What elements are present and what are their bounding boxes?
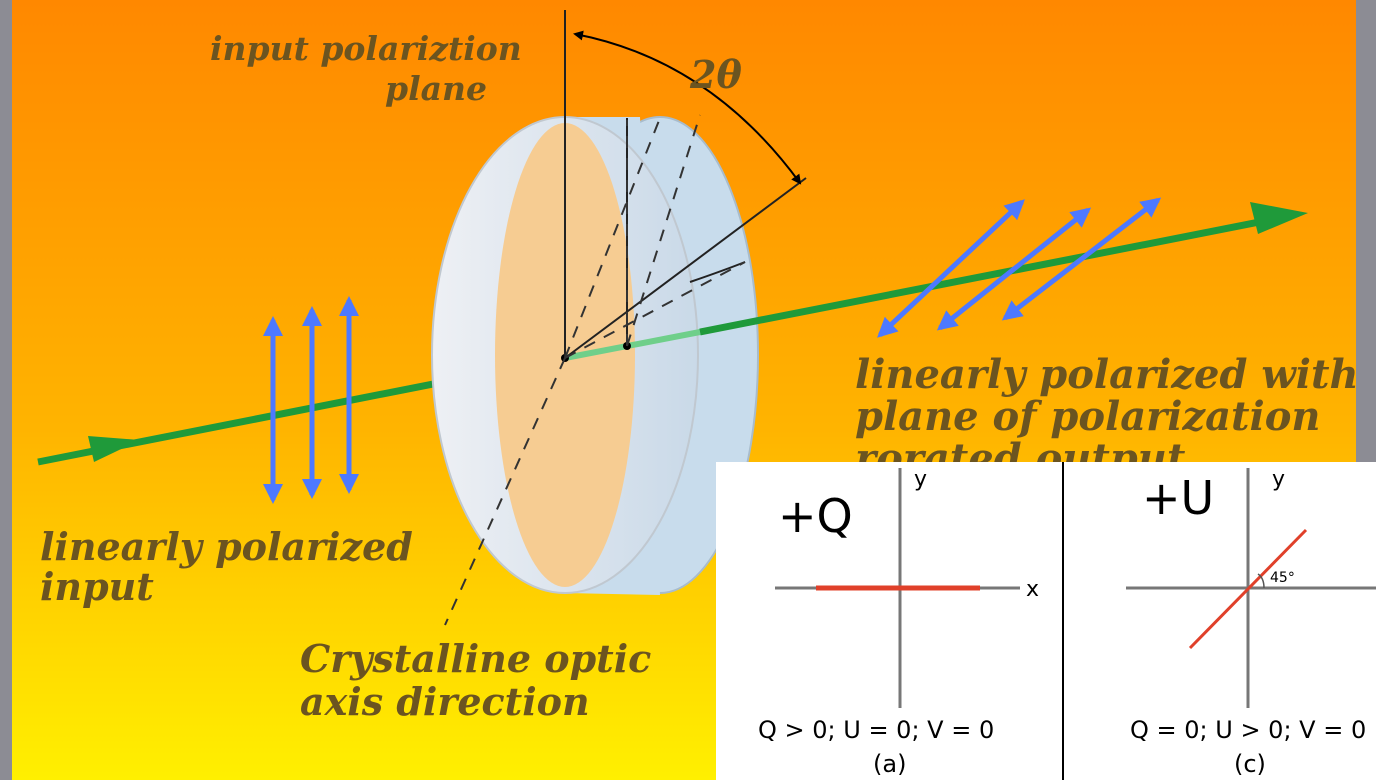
panel-c-polarization-line bbox=[1188, 528, 1308, 650]
panel-a-condition: Q > 0; U = 0; V = 0 bbox=[758, 716, 994, 744]
panel-c-angle-label: 45° bbox=[1270, 570, 1295, 586]
optic-axis-label-line1: Crystalline optic bbox=[300, 636, 651, 681]
panel-c-title: +U bbox=[1142, 471, 1214, 525]
output-polarization-arrows bbox=[877, 197, 1162, 338]
waveplate bbox=[431, 116, 759, 595]
input-label-line1: linearly polarized bbox=[40, 524, 413, 569]
panel-a-caption: (a) bbox=[873, 750, 906, 778]
optic-axis-label-line2: axis direction bbox=[300, 679, 590, 724]
input-plane-label-line2: plane bbox=[385, 69, 487, 108]
frame-left bbox=[0, 0, 12, 780]
stokes-panels-background bbox=[716, 462, 1376, 780]
input-beam-arrowhead bbox=[88, 436, 140, 462]
panel-c-angle-arc bbox=[1257, 573, 1265, 589]
output-label-line1: linearly polarized with bbox=[855, 351, 1359, 398]
panel-c-condition: Q = 0; U > 0; V = 0 bbox=[1130, 716, 1366, 744]
stokes-panels: +Q y x Q > 0; U = 0; V = 0 (a) +U y 45° … bbox=[716, 462, 1376, 780]
panel-c: +U y 45° Q = 0; U > 0; V = 0 (c) bbox=[1126, 467, 1376, 778]
panel-a: +Q y x Q > 0; U = 0; V = 0 (a) bbox=[758, 467, 1039, 778]
input-polarization-arrows bbox=[263, 296, 359, 504]
input-label-line2: input bbox=[40, 564, 154, 609]
panel-a-title: +Q bbox=[778, 489, 853, 543]
panel-a-x-label: x bbox=[1026, 577, 1039, 602]
internal-beam bbox=[564, 329, 701, 361]
panel-a-y-label: y bbox=[914, 467, 927, 492]
panel-c-caption: (c) bbox=[1234, 750, 1266, 778]
angle-arc bbox=[573, 30, 802, 185]
output-label-line2: plane of polarization bbox=[855, 393, 1320, 440]
input-plane-label-line1: input polariztion bbox=[210, 29, 522, 68]
panel-c-y-label: y bbox=[1272, 467, 1285, 492]
angle-label: 2θ bbox=[689, 52, 742, 97]
output-beam-arrowhead bbox=[1250, 202, 1308, 234]
